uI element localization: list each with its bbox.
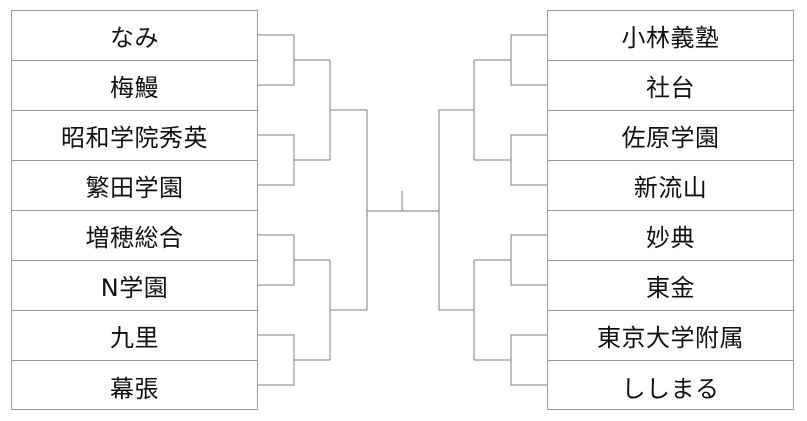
team-slot-left-4: 繁田学園 [12,161,257,211]
team-slot-right-7: 東京大学附属 [548,311,793,361]
team-slot-right-6: 東金 [548,261,793,311]
right-bracket-teams: 小林義塾 社台 佐原学園 新流山 妙典 東金 東京大学附属 ししまる [547,10,794,410]
team-slot-left-2: 梅鰻 [12,61,257,111]
team-slot-left-6: N学園 [12,261,257,311]
left-r1-connector-2 [258,134,295,186]
team-slot-right-2: 社台 [548,61,793,111]
team-slot-right-5: 妙典 [548,211,793,261]
team-slot-left-3: 昭和学院秀英 [12,111,257,161]
team-slot-left-8: 幕張 [110,374,159,403]
team-slot-left-7: 九里 [12,311,257,361]
right-r1-connector-3 [510,234,547,286]
team-slot-left-1: なみ [12,11,257,61]
team-slot-right-4: 新流山 [548,161,793,211]
left-r1-connector-3 [258,234,295,286]
team-slot-right-8: ししまる [621,374,720,403]
team-slot-right-1: 小林義塾 [548,11,793,61]
team-slot-left-5: 増穂総合 [12,211,257,261]
left-r1-connector-1 [258,34,295,86]
team-slot-right-3: 佐原学園 [548,111,793,161]
right-r1-connector-2 [510,134,547,186]
right-r1-connector-4 [510,334,547,386]
left-r1-connector-4 [258,334,295,386]
left-bracket-teams: なみ 梅鰻 昭和学院秀英 繁田学園 増穂総合 N学園 九里 幕張 [11,10,258,410]
right-r1-connector-1 [510,34,547,86]
